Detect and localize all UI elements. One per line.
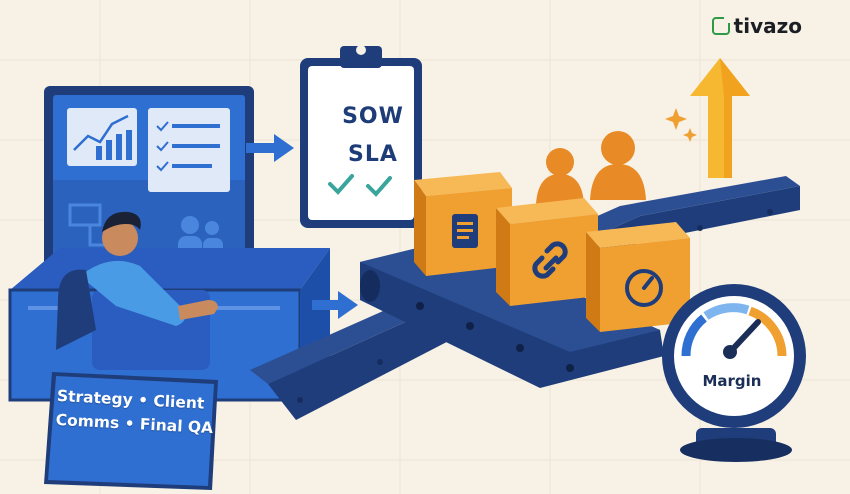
check-icon — [328, 174, 354, 195]
box-link — [496, 198, 598, 306]
clipboard-text: SOW SLA — [328, 98, 418, 174]
checklist-panel — [148, 108, 230, 192]
chart-panel — [67, 108, 137, 166]
clipboard-line-sla: SLA — [348, 142, 398, 167]
arrow-right-icon — [246, 134, 294, 162]
arrow-right-icon — [312, 291, 358, 319]
growth-arrow-icon — [690, 58, 750, 178]
gauge-needle — [723, 319, 761, 359]
sparkle-icon — [665, 108, 697, 142]
brand-name: tivazo — [733, 14, 802, 38]
document-icon — [452, 214, 478, 248]
brand-tile-icon — [711, 15, 732, 35]
link-icon — [532, 241, 568, 279]
human-tasks-card: Strategy • Client Comms • Final QA — [53, 384, 216, 488]
box-gauge — [586, 222, 690, 332]
margin-gauge — [662, 284, 806, 462]
clipboard-line-sow: SOW — [342, 104, 404, 129]
monitor — [44, 86, 254, 290]
team-icon — [536, 131, 646, 204]
gauge-icon — [625, 269, 663, 307]
check-icon — [366, 176, 392, 197]
box-document — [414, 172, 512, 276]
person — [56, 211, 218, 370]
role-card-bg — [44, 372, 218, 490]
gauge-label: Margin — [702, 372, 762, 390]
brand-logo: tivazo — [711, 14, 802, 38]
